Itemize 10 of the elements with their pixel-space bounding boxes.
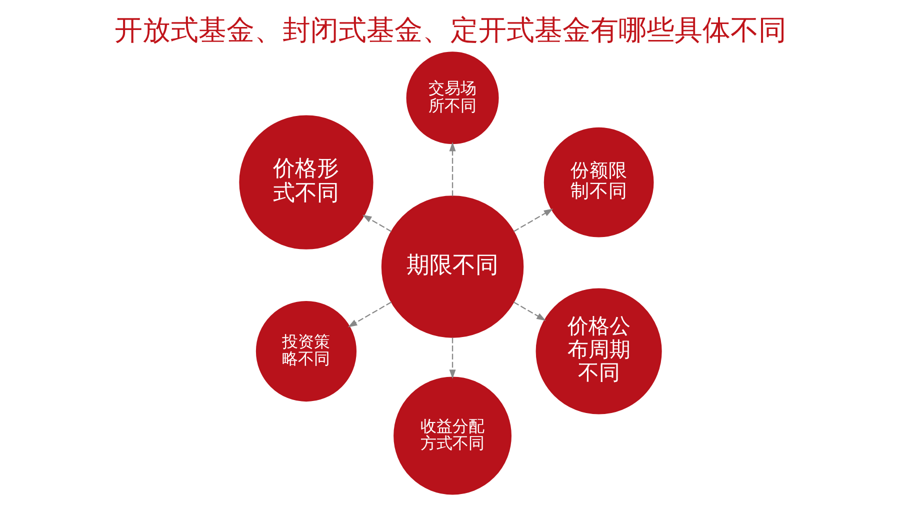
arrow — [448, 142, 456, 196]
diagram-title: 开放式基金、封闭式基金、定开式基金有哪些具体不同 — [114, 14, 786, 47]
node-circle: 期限不同 — [380, 196, 524, 338]
node-circle: 收益分配方式不同 — [393, 376, 511, 495]
arrow — [448, 337, 456, 379]
arrow — [347, 302, 392, 328]
node-circle: 交易场所不同 — [406, 52, 498, 144]
arrow — [512, 302, 546, 321]
arrow — [362, 214, 392, 232]
arrow — [512, 208, 553, 232]
